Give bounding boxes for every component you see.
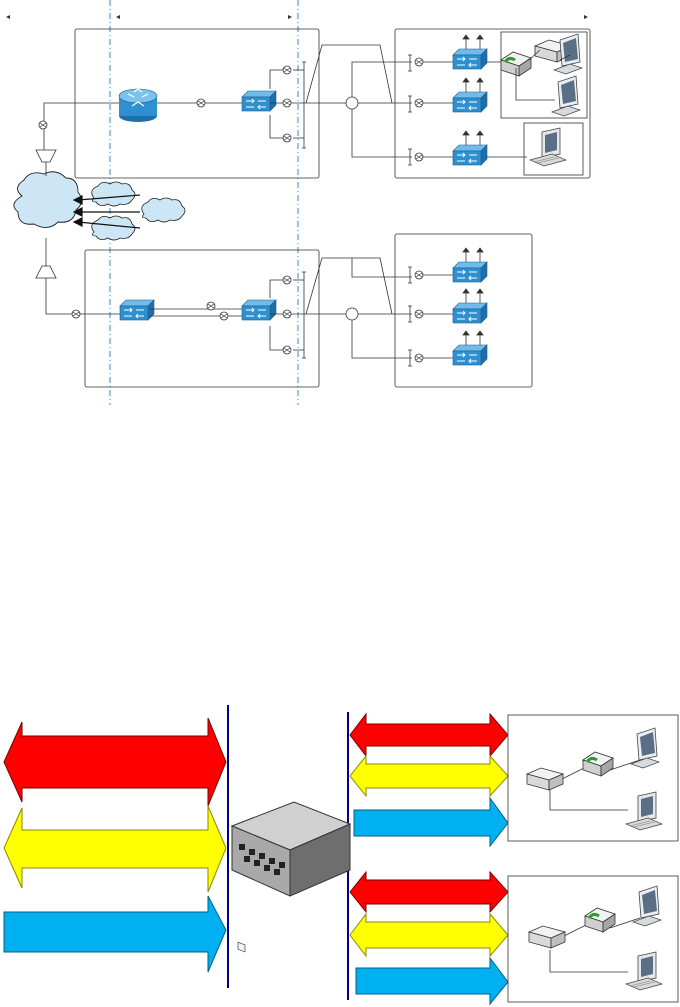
zone-arrow-marker bbox=[584, 15, 588, 19]
zone-arrow-marker bbox=[288, 15, 292, 19]
red-arrow bbox=[3, 717, 227, 807]
pc-icon bbox=[529, 127, 567, 167]
monitor-icon bbox=[551, 75, 581, 117]
zone-arrow-marker bbox=[116, 15, 120, 19]
yellow-arrow bbox=[349, 912, 509, 958]
cloud-icon bbox=[13, 171, 82, 228]
endpoint-group-box bbox=[523, 122, 584, 176]
lower-access-box bbox=[394, 233, 533, 388]
yellow-arrow bbox=[3, 805, 227, 893]
access-switch-icon bbox=[452, 261, 488, 283]
aggregation-switch-icon bbox=[241, 299, 277, 321]
access-switch-icon bbox=[452, 91, 488, 113]
connector-icon bbox=[35, 149, 57, 163]
access-switch-icon bbox=[452, 144, 488, 166]
upper-site-box bbox=[74, 28, 320, 179]
device-group-2 bbox=[528, 885, 663, 991]
zone-arrow-marker bbox=[6, 15, 10, 19]
aggregation-switch-icon bbox=[241, 90, 277, 112]
upper-access-box bbox=[394, 28, 591, 179]
red-arrow bbox=[349, 870, 509, 914]
device-group-1 bbox=[526, 727, 663, 831]
network-hub-icon bbox=[230, 801, 352, 953]
cloud-icon bbox=[91, 215, 136, 241]
core-switch-icon bbox=[119, 299, 155, 321]
access-switch-icon bbox=[452, 48, 488, 70]
blue-arrow bbox=[355, 956, 509, 1006]
cloud-icon bbox=[91, 181, 136, 207]
red-arrow bbox=[349, 712, 509, 758]
blue-arrow bbox=[353, 796, 509, 848]
blue-arrow bbox=[3, 895, 227, 973]
connector-icon bbox=[35, 265, 57, 279]
yellow-arrow bbox=[349, 754, 509, 798]
router-icon bbox=[118, 88, 158, 122]
endpoint-group-box bbox=[500, 31, 588, 119]
lower-site-box bbox=[84, 249, 320, 388]
cloud-icon bbox=[141, 197, 186, 223]
access-switch-icon bbox=[452, 302, 488, 324]
access-switch-icon bbox=[452, 344, 488, 366]
